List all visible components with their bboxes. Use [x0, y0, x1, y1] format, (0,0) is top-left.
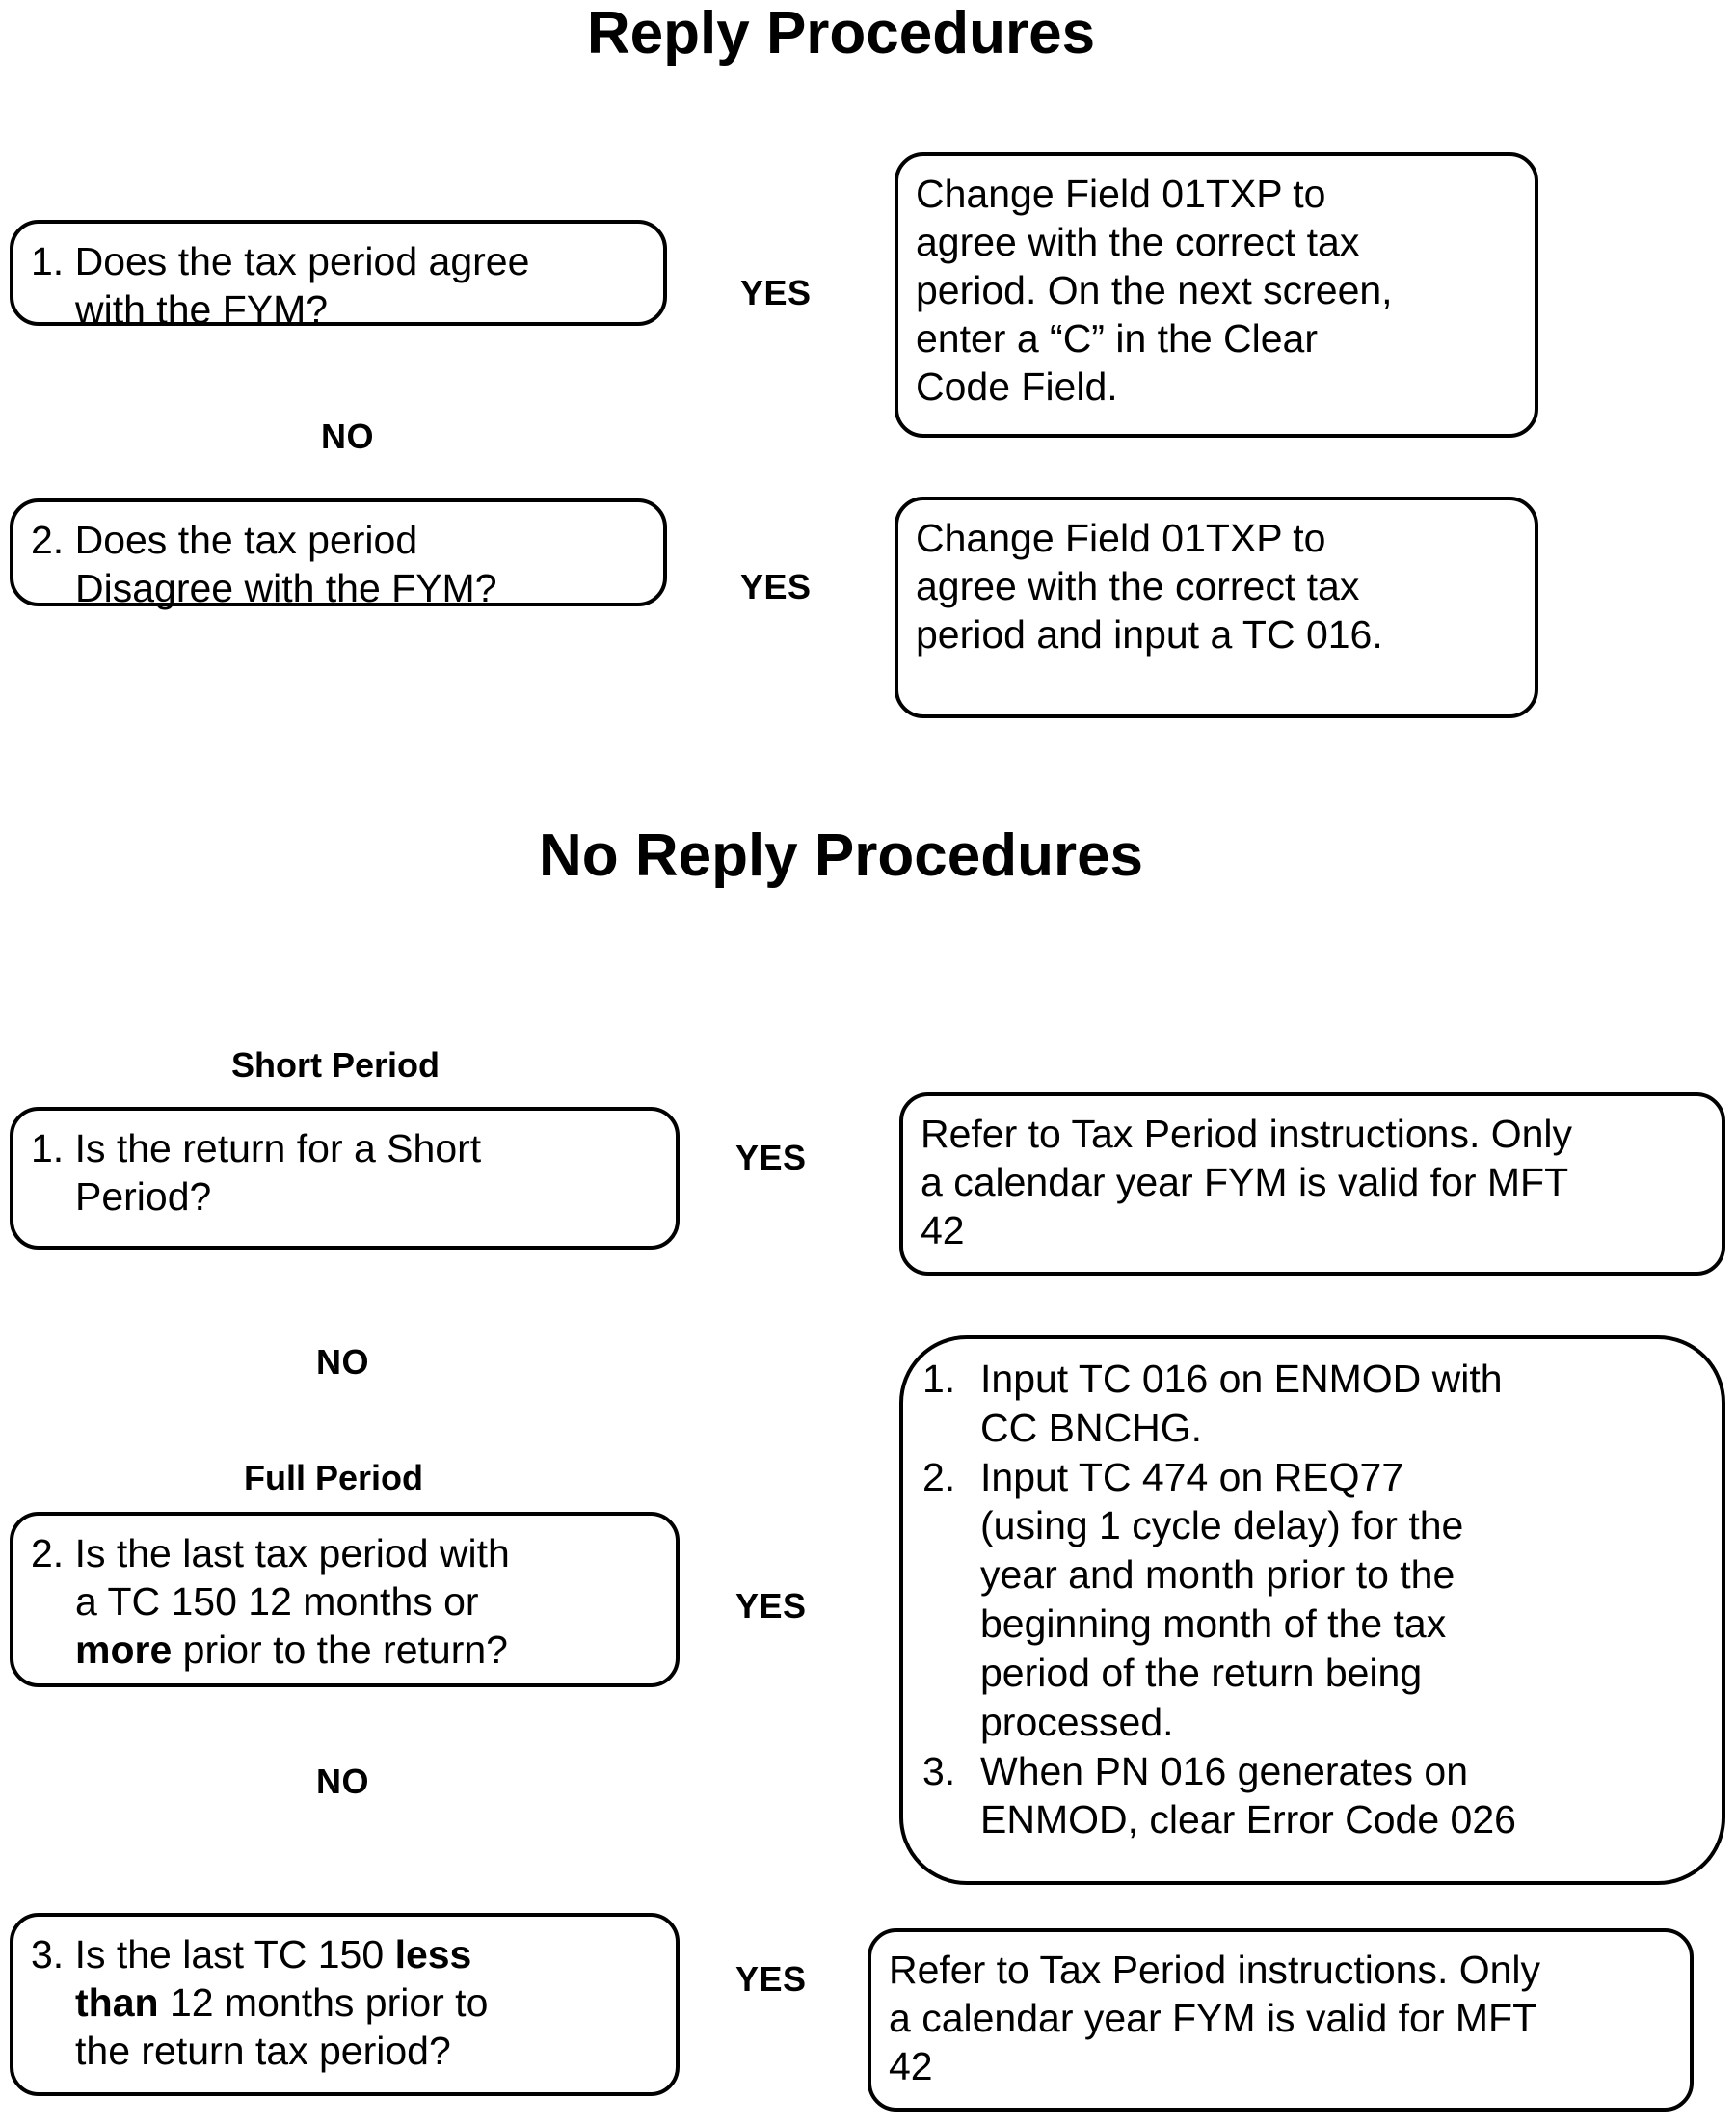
- question-box-reply-1: 1. Does the tax period agree with the FY…: [10, 220, 667, 332]
- answer-list-item-1-line-1: Input TC 016 on ENMOD with: [980, 1357, 1503, 1401]
- answer-box-noreply-1-line-2: a calendar year FYM is valid for MFT: [921, 1160, 1569, 1205]
- branch-label-reply-2-yes: YES: [740, 567, 812, 606]
- branch-label-noreply-1-yes: YES: [735, 1138, 807, 1177]
- question-box-noreply-1: 1. Is the return for a Short Period?: [10, 1107, 680, 1250]
- question-box-reply-2-line-2: Disagree with the FYM?: [75, 566, 497, 611]
- question-box-reply-1-line-2: with the FYM?: [75, 287, 329, 333]
- answer-box-reply-1-line-3: period. On the next screen,: [916, 268, 1393, 313]
- mini-heading-short-period: Short Period: [231, 1045, 441, 1085]
- question-box-noreply-2-line-3: more prior to the return?: [75, 1627, 508, 1673]
- answer-list-item-2-line-6: processed.: [980, 1699, 1174, 1744]
- branch-label-noreply-2-no: NO: [316, 1762, 369, 1801]
- question-box-noreply-2-line-2: a TC 150 12 months or: [75, 1579, 479, 1625]
- answer-box-reply-2-line-3: period and input a TC 016.: [916, 612, 1383, 658]
- question-box-noreply-1-line-2: Period?: [75, 1174, 212, 1220]
- question-box-reply-2-line-1: 2. Does the tax period: [31, 518, 418, 562]
- answer-list-item-1-number: 1.: [922, 1357, 956, 1401]
- mini-heading-full-period: Full Period: [244, 1458, 424, 1497]
- question-box-noreply-3-line-1: 3. Is the last TC 150 less: [31, 1932, 472, 1977]
- question-box-noreply-3-line-3: the return tax period?: [75, 2029, 451, 2074]
- answer-list-item-1-line-2: CC BNCHG.: [980, 1405, 1203, 1450]
- answer-list-item-3-line-1: When PN 016 generates on: [980, 1748, 1468, 1793]
- question-box-reply-1-line-1: 1. Does the tax period agree: [31, 239, 530, 283]
- branch-label-noreply-1-no: NO: [316, 1342, 369, 1382]
- answer-list-item-3-number: 3.: [922, 1748, 956, 1793]
- question-box-noreply-2-line-1: 2. Is the last tax period with: [31, 1531, 510, 1575]
- answer-box-noreply-3-line-3: 42: [889, 2044, 933, 2089]
- answer-box-noreply-3: Refer to Tax Period instructions. Only a…: [868, 1928, 1694, 2112]
- branch-label-reply-1-no: NO: [321, 417, 374, 456]
- branch-label-reply-1-yes: YES: [740, 273, 812, 312]
- answer-box-noreply-1-line-3: 42: [921, 1208, 965, 1253]
- answer-box-noreply-1: Refer to Tax Period instructions. Only a…: [899, 1092, 1725, 1276]
- answer-list-item-3-line-2: ENMOD, clear Error Code 026: [980, 1797, 1516, 1843]
- branch-label-noreply-2-yes: YES: [735, 1586, 807, 1626]
- answer-box-noreply-2: 1. Input TC 016 on ENMOD with CC BNCHG. …: [899, 1335, 1725, 1885]
- answer-list-item-2-line-2: (using 1 cycle delay) for the: [980, 1503, 1464, 1548]
- answer-list-item-1: 1. Input TC 016 on ENMOD with CC BNCHG.: [922, 1355, 1704, 1453]
- answer-box-reply-1-line-1: Change Field 01TXP to: [916, 172, 1326, 216]
- answer-list-item-3-text: When PN 016 generates on ENMOD, clear Er…: [980, 1747, 1704, 1845]
- answer-list-item-2-number: 2.: [922, 1454, 956, 1499]
- answer-list-item-2-line-5: period of the return being: [980, 1650, 1423, 1695]
- answer-list-item-2-line-4: beginning month of the tax: [980, 1601, 1447, 1647]
- answer-box-reply-2: Change Field 01TXP to agree with the cor…: [895, 497, 1538, 718]
- answer-box-reply-1: Change Field 01TXP to agree with the cor…: [895, 152, 1538, 438]
- answer-list-item-1-text: Input TC 016 on ENMOD with CC BNCHG.: [980, 1355, 1704, 1453]
- answer-box-reply-1-line-2: agree with the correct tax: [916, 220, 1360, 265]
- question-box-reply-2: 2. Does the tax period Disagree with the…: [10, 498, 667, 610]
- answer-list-item-2: 2. Input TC 474 on REQ77 (using 1 cycle …: [922, 1453, 1704, 1747]
- answer-list-item-2-line-3: year and month prior to the: [980, 1552, 1456, 1598]
- answer-list-item-3: 3. When PN 016 generates on ENMOD, clear…: [922, 1747, 1704, 1845]
- answer-list-item-2-line-1: Input TC 474 on REQ77: [980, 1454, 1404, 1499]
- section-title-no-reply-procedures: No Reply Procedures: [538, 822, 1144, 889]
- answer-box-noreply-1-line-1: Refer to Tax Period instructions. Only: [921, 1112, 1573, 1156]
- answer-box-noreply-3-line-1: Refer to Tax Period instructions. Only: [889, 1948, 1541, 1992]
- question-box-noreply-2: 2. Is the last tax period with a TC 150 …: [10, 1512, 680, 1687]
- answer-box-reply-1-line-4: enter a “C” in the Clear: [916, 316, 1319, 362]
- answer-box-reply-2-line-1: Change Field 01TXP to: [916, 516, 1326, 560]
- branch-label-noreply-3-yes: YES: [735, 1959, 807, 1999]
- question-box-noreply-3-line-2: than 12 months prior to: [75, 1980, 489, 2026]
- question-box-noreply-3: 3. Is the last TC 150 less than 12 month…: [10, 1913, 680, 2096]
- answer-box-reply-1-line-5: Code Field.: [916, 364, 1118, 410]
- question-box-noreply-1-line-1: 1. Is the return for a Short: [31, 1126, 482, 1170]
- section-title-reply-procedures: Reply Procedures: [586, 0, 1096, 67]
- answer-box-noreply-3-line-2: a calendar year FYM is valid for MFT: [889, 1996, 1537, 2041]
- answer-box-reply-2-line-2: agree with the correct tax: [916, 564, 1360, 609]
- answer-list-item-2-text: Input TC 474 on REQ77 (using 1 cycle del…: [980, 1453, 1704, 1747]
